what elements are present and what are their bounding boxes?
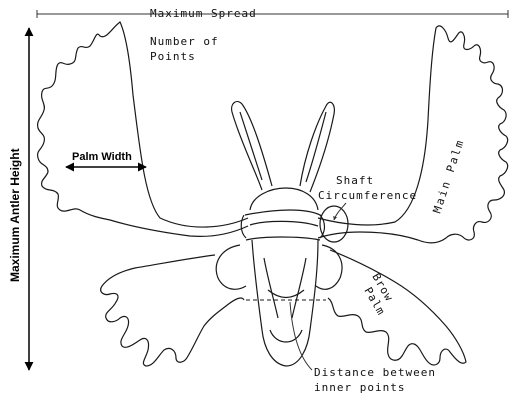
left-antler-outline xyxy=(38,22,248,236)
maximum-antler-height-label: Maximum Antler Height xyxy=(8,148,22,282)
moose-skull xyxy=(216,102,348,366)
left-brow-palm-outline xyxy=(101,255,244,366)
shaft-label-line2: Circumference xyxy=(318,189,417,202)
right-antler-outline xyxy=(318,26,508,243)
main-palm-label: Main Palm xyxy=(430,137,466,215)
maximum-spread-measure xyxy=(37,10,508,18)
number-of-points-label-line2: Points xyxy=(150,50,196,63)
maximum-spread-label: Maximum Spread xyxy=(150,7,257,20)
palm-width-label: Palm Width xyxy=(72,151,132,163)
distance-label-line2: inner points xyxy=(314,381,405,394)
distance-label-line1: Distance between xyxy=(314,366,436,379)
shaft-label-line1: Shaft xyxy=(336,174,374,187)
right-brow-palm-outline xyxy=(328,250,466,365)
number-of-points-label-line1: Number of xyxy=(150,35,219,48)
